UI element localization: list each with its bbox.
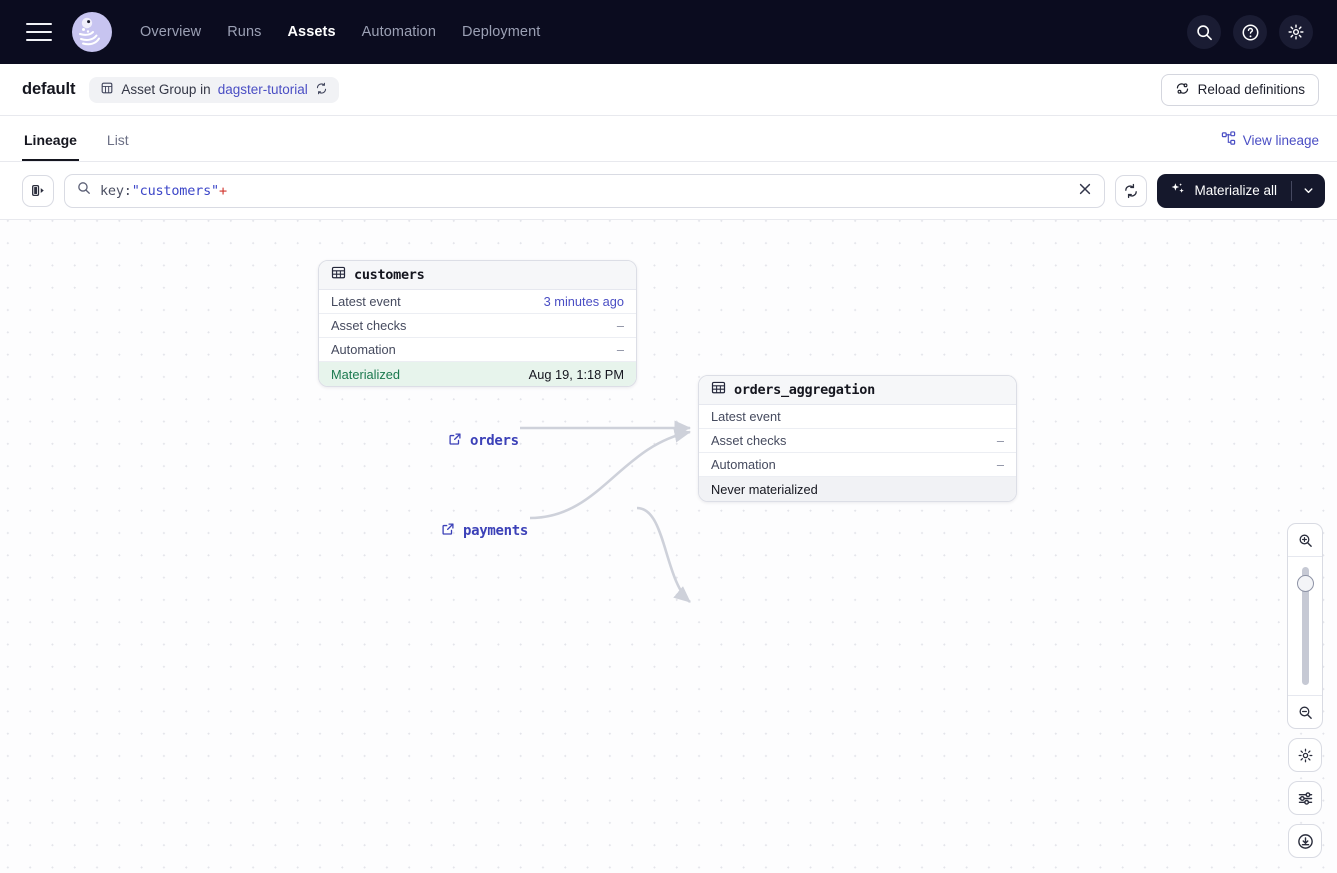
row-label: Asset checks [331,318,407,333]
edge-payments-to-orders-aggregation [529,427,692,520]
download-circle-icon[interactable] [1288,824,1322,858]
asset-node-header: orders_aggregation [699,376,1016,405]
zoom-slider-track [1301,567,1309,685]
tabs-row: Lineage List View lineage [0,116,1337,162]
row-label: Automation [711,457,776,472]
primary-nav-links: Overview Runs Assets Automation Deployme… [140,24,540,40]
materialize-all-button[interactable]: Materialize all [1157,173,1325,208]
query-operator: + [218,182,227,199]
asset-node-customers[interactable]: customers Latest event 3 minutes ago Ass… [318,260,637,387]
query-key: key: [100,182,132,199]
external-asset-label: payments [463,523,529,539]
zoom-controls [1287,523,1323,858]
asset-node-orders-aggregation[interactable]: orders_aggregation Latest event Asset ch… [698,375,1017,502]
external-link-icon [441,522,455,540]
nav-link-assets[interactable]: Assets [287,24,336,40]
help-circle-icon[interactable] [1233,15,1267,49]
nav-link-runs[interactable]: Runs [227,24,262,40]
reload-definitions-label: Reload definitions [1197,82,1305,97]
zoom-out-icon[interactable] [1288,696,1322,728]
row-label: Automation [331,342,396,357]
nav-link-overview[interactable]: Overview [140,24,202,40]
nav-link-deployment[interactable]: Deployment [462,24,541,40]
nav-actions [1187,15,1319,49]
asset-node-status-materialized: Materialized Aug 19, 1:18 PM [319,362,636,386]
top-navigation-bar: Overview Runs Assets Automation Deployme… [0,0,1337,64]
materialize-all-main[interactable]: Materialize all [1157,174,1291,208]
row-label: Asset checks [711,433,787,448]
graph-toolbar: key:"customers"+ Materialize all [0,162,1337,220]
zoom-slider-thumb[interactable] [1296,575,1314,592]
lineage-graph-canvas[interactable]: customers Latest event 3 minutes ago Ass… [0,220,1337,873]
asset-node-row-latest-event: Latest event 3 minutes ago [319,290,636,314]
panel-expand-icon[interactable] [22,174,54,207]
gear-icon[interactable] [1279,15,1313,49]
search-icon[interactable] [1187,15,1221,49]
asset-node-row-asset-checks: Asset checks – [699,429,1016,453]
asset-node-row-latest-event: Latest event [699,405,1016,429]
row-value: – [996,457,1004,472]
chevron-down-icon[interactable] [1292,174,1325,208]
status-label: Never materialized [711,481,818,497]
divider [1288,695,1322,696]
row-value: – [616,318,624,333]
graph-filters-sliders-icon[interactable] [1288,781,1322,815]
search-query-text: key:"customers"+ [100,183,1067,199]
asset-node-row-automation: Automation – [699,453,1016,477]
view-lineage-link[interactable]: View lineage [1221,131,1319,161]
table-icon [331,265,346,285]
reload-definitions-button[interactable]: Reload definitions [1160,73,1319,106]
graph-settings-gear-icon[interactable] [1288,738,1322,772]
external-asset-payments[interactable]: payments [441,522,528,540]
row-label: Latest event [711,409,781,424]
sparkles-icon [1170,181,1186,200]
divider [1288,556,1322,557]
graph-edges [520,420,692,603]
external-asset-label: orders [470,433,519,449]
query-value: "customers" [131,182,219,199]
view-lineage-label: View lineage [1242,132,1319,148]
zoom-in-icon[interactable] [1288,524,1322,556]
zoom-slider[interactable] [1288,557,1322,695]
edge-customers-to-orders-aggregation [636,506,691,603]
tab-lineage[interactable]: Lineage [22,132,79,161]
close-icon[interactable] [1076,183,1094,198]
row-value: – [616,342,624,357]
sync-icon[interactable] [315,82,328,98]
breadcrumb-bar: default Asset Group in dagster-tutorial … [0,64,1337,116]
reload-icon [1175,81,1190,99]
asset-group-badge[interactable]: Asset Group in dagster-tutorial [89,76,339,103]
code-location-link[interactable]: dagster-tutorial [217,82,308,97]
table-icon [711,380,726,400]
search-input[interactable]: key:"customers"+ [64,173,1106,208]
materialize-all-label: Materialize all [1194,183,1277,198]
row-value: – [996,433,1004,448]
row-label: Latest event [331,294,401,309]
asset-group-prefix: Asset Group in [121,82,211,97]
asset-node-row-asset-checks: Asset checks – [319,314,636,338]
row-value[interactable]: 3 minutes ago [543,294,624,309]
status-timestamp: Aug 19, 1:18 PM [528,366,624,382]
asset-node-status-never-materialized: Never materialized [699,477,1016,501]
graph-nodes-icon [1221,131,1236,149]
page-title: default [22,80,76,98]
asset-group-icon [100,81,114,98]
zoom-slider-group [1287,523,1323,729]
nav-link-automation[interactable]: Automation [361,24,437,40]
external-link-icon [448,432,462,450]
status-label: Materialized [331,366,400,382]
tab-list[interactable]: List [106,132,129,148]
search-icon [77,181,91,200]
asset-node-title: customers [354,267,425,283]
asset-node-header: customers [319,261,636,290]
asset-node-row-automation: Automation – [319,338,636,362]
refresh-icon[interactable] [1115,174,1148,207]
dagster-logo[interactable] [70,10,114,54]
materialize-divider [1291,180,1292,201]
hamburger-icon[interactable] [26,23,52,41]
external-asset-orders[interactable]: orders [448,432,519,450]
asset-node-title: orders_aggregation [734,382,875,398]
